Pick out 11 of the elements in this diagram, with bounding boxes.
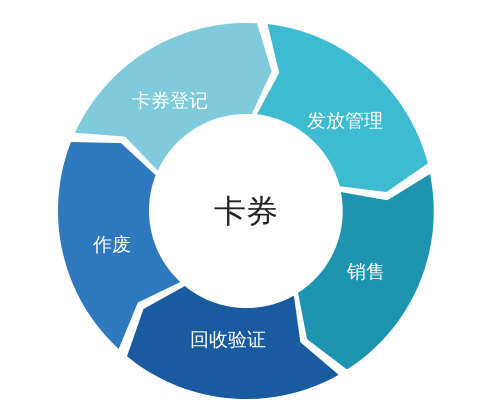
cycle-segment [75,23,272,171]
center-label: 卡券 [214,191,278,232]
segment-label: 销售 [346,260,385,285]
cycle-segment [58,142,180,350]
segment-label: 卡券登记 [132,88,208,114]
segment-label: 发放管理 [306,108,383,134]
cycle-segment [298,174,434,370]
segment-label: 回收验证 [190,328,266,353]
cycle-segment [257,24,428,192]
cycle-segment [126,286,338,399]
segment-label: 作废 [92,232,131,258]
